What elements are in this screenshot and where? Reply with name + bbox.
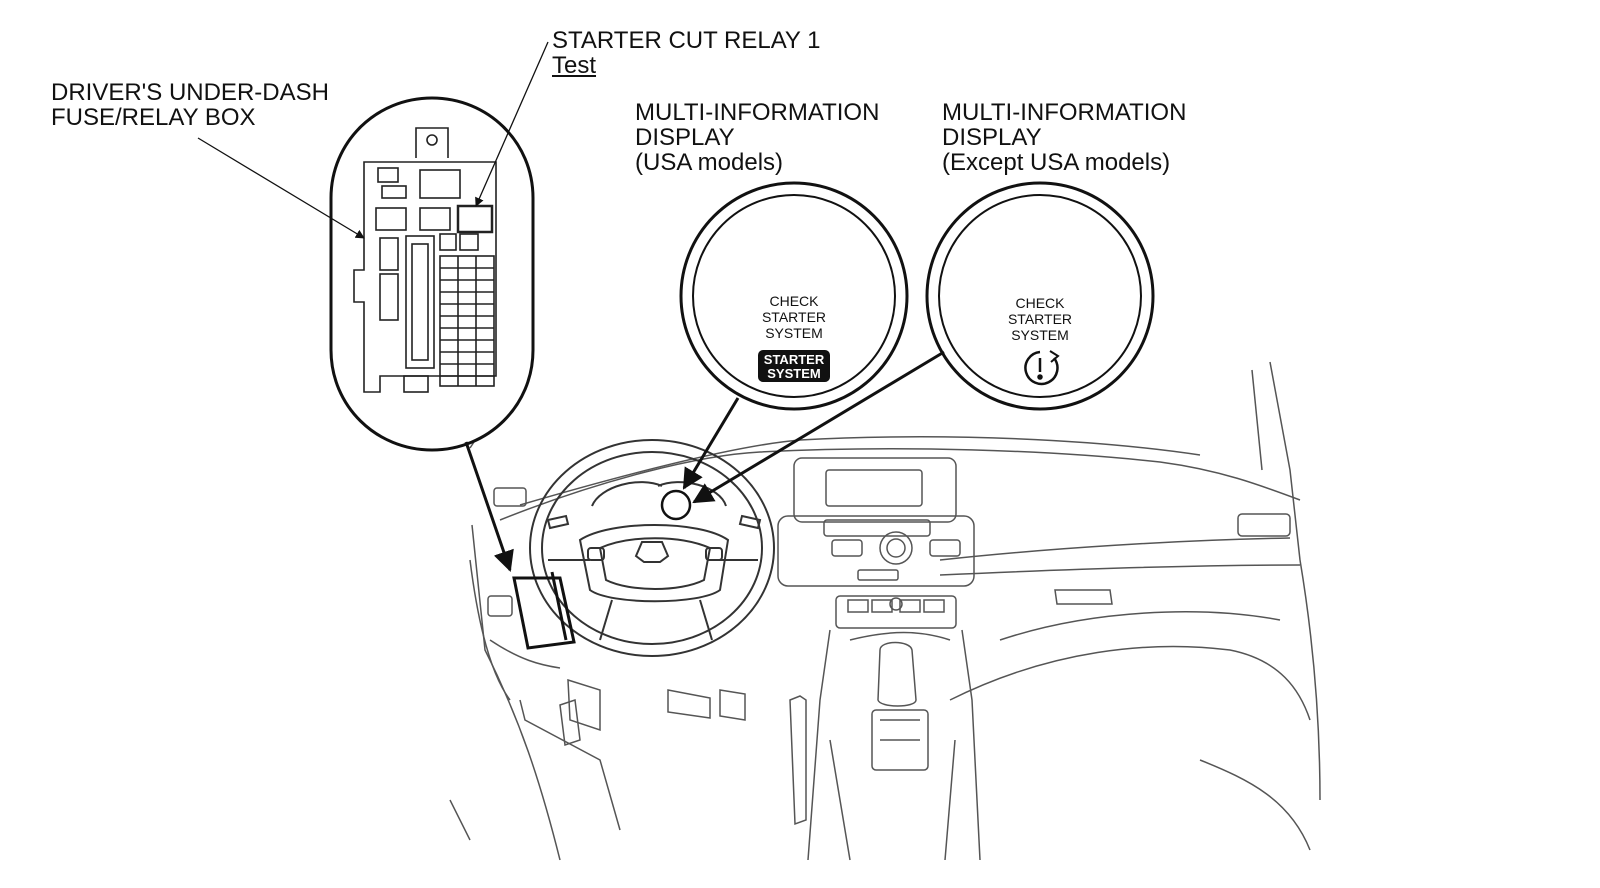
pointer-lines — [464, 350, 945, 572]
mid-except-label-line1: MULTI-INFORMATION — [942, 99, 1187, 126]
display-location-marker — [660, 489, 692, 521]
mid-except-label-line3: (Except USA models) — [942, 149, 1171, 176]
mid-except-label: MULTI-INFORMATION DISPLAY (Except USA mo… — [942, 100, 1186, 175]
relay-label: STARTER CUT RELAY 1 Test — [552, 28, 821, 78]
usa-badge-line1: STARTER — [764, 352, 825, 367]
mid-usa-label-line2: DISPLAY — [635, 124, 735, 151]
fuse-box-location-marker — [512, 571, 576, 650]
mid-except-label-line2: DISPLAY — [942, 124, 1042, 151]
mid-usa-label: MULTI-INFORMATION DISPLAY (USA models) — [635, 100, 879, 175]
steering-wheel — [529, 439, 775, 657]
usa-msg-line3: SYSTEM — [765, 325, 823, 341]
usa-msg-line1: CHECK — [769, 293, 819, 309]
fuse-box-inset — [329, 96, 535, 452]
power-warning-icon — [1024, 350, 1060, 386]
fuse-box-label: DRIVER'S UNDER-DASH FUSE/RELAY BOX — [51, 80, 329, 130]
relay-label-line1: STARTER CUT RELAY 1 — [552, 27, 821, 54]
usa-msg-line2: STARTER — [762, 309, 826, 325]
except-msg-line3: SYSTEM — [1011, 327, 1069, 343]
relay-test-link[interactable]: Test — [552, 52, 597, 79]
fuse-box-label-line2: FUSE/RELAY BOX — [51, 104, 256, 131]
dashboard-drawing — [449, 361, 1321, 861]
display-usa — [679, 181, 909, 411]
mid-usa-label-line1: MULTI-INFORMATION — [635, 99, 880, 126]
except-msg-line1: CHECK — [1015, 295, 1065, 311]
leader-lines — [197, 41, 549, 239]
except-msg-line2: STARTER — [1008, 311, 1072, 327]
starter-system-badge — [758, 350, 830, 382]
display-except-usa — [925, 181, 1155, 411]
mid-usa-label-line3: (USA models) — [635, 149, 784, 176]
fuse-box-label-line1: DRIVER'S UNDER-DASH — [51, 79, 329, 106]
usa-badge-line2: SYSTEM — [767, 366, 820, 381]
